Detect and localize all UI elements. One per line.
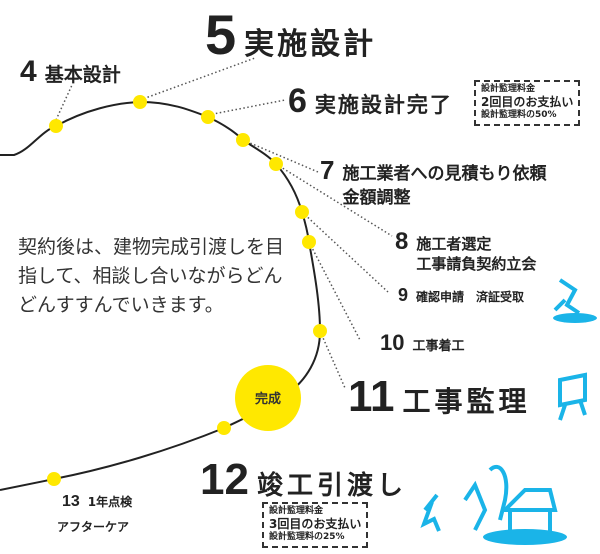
step-6: 6 実施設計完了 <box>288 82 453 120</box>
illustrations <box>420 278 597 545</box>
complete-label: 完成 <box>254 392 281 407</box>
leader-line <box>319 330 346 389</box>
leader-line <box>207 99 286 116</box>
step-7: 7 施工業者への見積もり依頼金額調整 <box>320 155 547 208</box>
step-12: 12 竣工引渡し <box>200 455 407 504</box>
step-8: 8 施工者選定工事請負契約立会 <box>395 228 537 273</box>
step-13: 13 1年点検 <box>62 493 133 510</box>
leader-line <box>242 139 319 173</box>
step-10: 10 工事着工 <box>380 330 465 355</box>
person-reading-icon <box>558 372 587 421</box>
payment-box-3: 設計監理料金 3回目のお支払い 設計監理料の25% <box>262 502 369 548</box>
step-11: 11 工事監理 <box>348 372 531 421</box>
leader-line <box>275 163 393 237</box>
step-5: 5 実施設計 <box>205 3 377 66</box>
tree-icon <box>488 464 509 521</box>
leader-line <box>308 241 361 341</box>
intro-text: 契約後は、建物完成引渡しを目指して、相談し合いながらどんどんすすんでいきます。 <box>18 236 285 316</box>
leader-line <box>55 84 73 121</box>
payment-box-2: 設計監理料金 2回目のお支払い 設計監理料の50% <box>474 80 581 126</box>
milestone-dots <box>47 95 327 486</box>
leader-line <box>139 57 256 101</box>
step-4: 4 基本設計 <box>20 55 121 88</box>
house-icon <box>500 488 558 537</box>
person-icon <box>420 493 441 532</box>
step-9: 9 確認申請 済証受取 <box>398 285 525 305</box>
person-icon <box>553 278 581 315</box>
step-13-subtitle: アフターケア <box>57 520 130 534</box>
person-icon <box>463 480 488 531</box>
